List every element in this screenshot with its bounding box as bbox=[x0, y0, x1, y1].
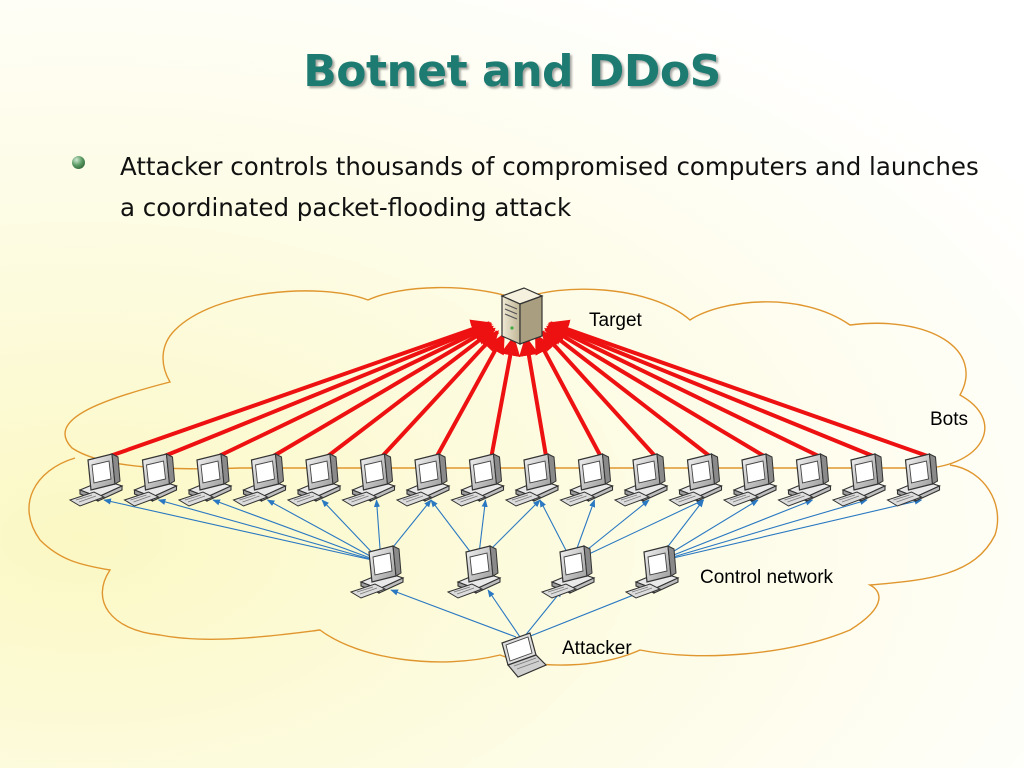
attack-arrow bbox=[544, 327, 711, 458]
desktop-computer-icon bbox=[559, 453, 614, 507]
desktop-computer-icon bbox=[625, 545, 679, 599]
attack-arrow bbox=[381, 330, 500, 458]
control-arrow bbox=[571, 499, 705, 563]
control-arrow bbox=[157, 498, 382, 563]
attack-arrow bbox=[489, 335, 521, 457]
desktop-computer-icon bbox=[886, 453, 941, 507]
attack-arrow bbox=[163, 321, 493, 458]
control-network-label: Control network bbox=[700, 567, 834, 588]
desktop-computer-icon bbox=[447, 545, 501, 599]
desktop-computer-icon bbox=[723, 453, 777, 507]
attack-arrow bbox=[547, 321, 874, 458]
attack-arrow bbox=[272, 325, 494, 458]
attack-arrow bbox=[326, 327, 496, 458]
attack-arrow bbox=[435, 333, 506, 457]
control-arrow bbox=[655, 499, 814, 563]
laptop-icon bbox=[501, 632, 547, 678]
desktop-computer-icon bbox=[287, 453, 341, 507]
control-arrow bbox=[523, 589, 563, 638]
attack-arrow bbox=[548, 319, 929, 458]
server-icon bbox=[501, 287, 543, 345]
target-label: Target bbox=[589, 310, 643, 331]
attacker-label: Attacker bbox=[562, 638, 632, 659]
lower-cloud bbox=[28, 457, 999, 666]
desktop-computer-icon bbox=[777, 453, 832, 507]
attack-arrow bbox=[534, 333, 603, 457]
desktop-computer-icon bbox=[614, 453, 668, 507]
desktop-computer-icon bbox=[178, 453, 232, 507]
bullet-icon bbox=[72, 156, 85, 169]
nodes bbox=[69, 287, 941, 678]
desktop-computer-icon bbox=[668, 453, 723, 507]
desktop-computer-icon bbox=[541, 545, 595, 599]
attack-arrow bbox=[109, 319, 492, 458]
control-arrow bbox=[527, 589, 647, 638]
desktop-computer-icon bbox=[832, 453, 886, 507]
desktop-computer-icon bbox=[123, 453, 178, 507]
control-arrow bbox=[487, 589, 521, 638]
control-arrow bbox=[655, 498, 923, 563]
desktop-computer-icon bbox=[69, 453, 123, 507]
attack-arrow bbox=[519, 335, 548, 457]
desktop-computer-icon bbox=[450, 453, 505, 507]
control-arrow bbox=[266, 499, 382, 563]
attack-arrow bbox=[546, 325, 766, 458]
desktop-computer-icon bbox=[341, 453, 396, 507]
control-arrow bbox=[390, 589, 517, 638]
attack-arrow bbox=[218, 323, 493, 458]
desktop-computer-icon bbox=[232, 453, 287, 507]
control-arrow bbox=[103, 498, 382, 563]
slide-title: Botnet and DDoS bbox=[303, 46, 721, 97]
control-arrow bbox=[655, 498, 868, 563]
desktop-computer-icon bbox=[505, 453, 559, 507]
bullet-text: Attacker controls thousands of compromis… bbox=[120, 152, 979, 222]
desktop-computer-icon bbox=[396, 453, 450, 507]
attack-arrow bbox=[540, 330, 657, 458]
upper-cloud bbox=[64, 286, 986, 470]
control-arrow bbox=[212, 499, 382, 563]
attack-arrow bbox=[547, 323, 820, 458]
attack-arrows bbox=[109, 319, 929, 458]
bots-label: Bots bbox=[930, 409, 968, 430]
